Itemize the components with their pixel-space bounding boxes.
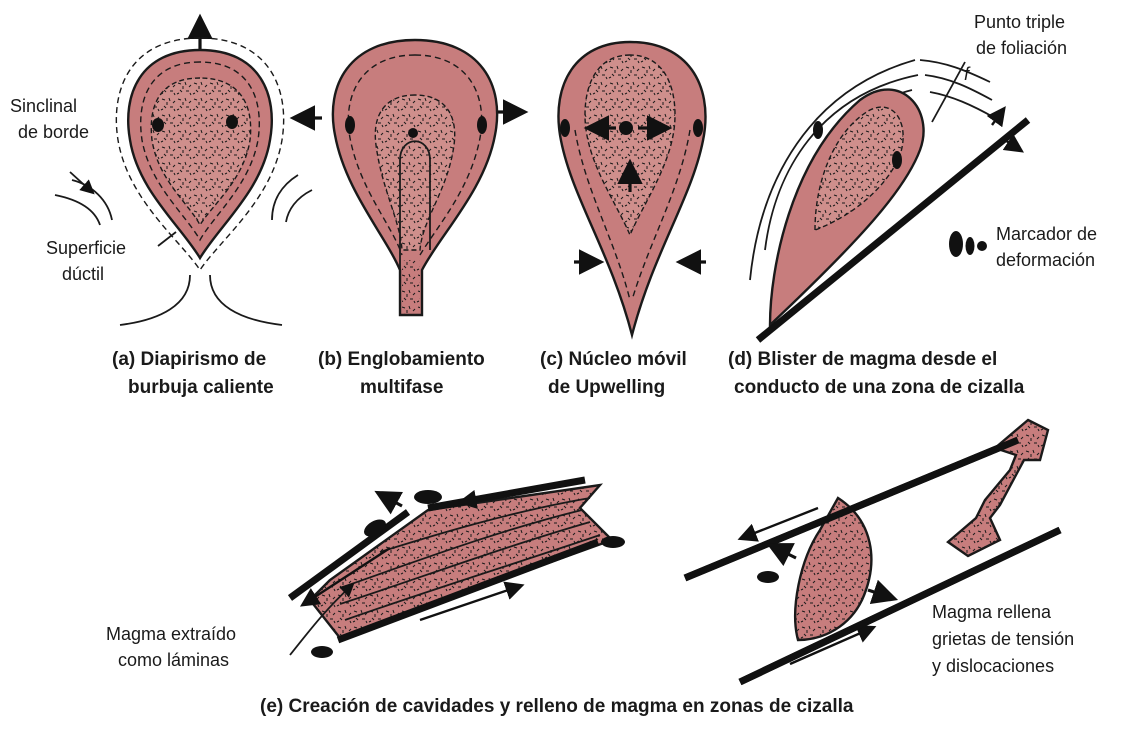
caption-c-line1: (c) Núcleo móvil bbox=[540, 349, 687, 370]
caption-e: (e) Creación de cavidades y relleno de m… bbox=[260, 696, 854, 717]
label-marcador-line1: Marcador de bbox=[996, 224, 1097, 244]
strain-marker-icon bbox=[693, 119, 703, 137]
strain-marker-icon bbox=[560, 119, 570, 137]
panel-d-shear-zone-blister: Punto triple de foliación f Marcador de … bbox=[728, 12, 1097, 398]
strain-marker-legend-icon bbox=[949, 231, 963, 257]
strain-marker-icon bbox=[813, 121, 823, 139]
caption-c-line2: de Upwelling bbox=[548, 377, 665, 398]
label-punto-line1: Punto triple bbox=[974, 12, 1065, 32]
label-left-line2: como láminas bbox=[118, 650, 229, 670]
caption-a-line1: (a) Diapirismo de bbox=[112, 349, 266, 370]
strain-marker-legend-icon bbox=[977, 241, 987, 251]
strain-marker-icon bbox=[311, 646, 333, 658]
panel-e-left-sheet-extraction: Magma extraído como láminas bbox=[106, 480, 625, 670]
panel-b-multiphase-engulfment: (b) Englobamiento multifase bbox=[296, 40, 522, 398]
strain-marker-legend-icon bbox=[966, 237, 975, 255]
panel-a-hot-bubble-diapir: Sinclinal de borde Superficie dúctil (a)… bbox=[10, 20, 312, 398]
strain-marker-icon bbox=[345, 116, 355, 134]
label-foliation-f: f bbox=[964, 64, 971, 84]
caption-b-line1: (b) Englobamiento bbox=[318, 349, 485, 370]
caption-b-line2: multifase bbox=[360, 377, 443, 398]
caption-d-line1: (d) Blister de magma desde el bbox=[728, 349, 997, 370]
label-left-line1: Magma extraído bbox=[106, 624, 236, 644]
label-punto-line2: de foliación bbox=[976, 38, 1067, 58]
label-superficie-line2: dúctil bbox=[62, 264, 104, 284]
rim-syncline-left bbox=[55, 180, 112, 225]
strain-marker-icon bbox=[757, 571, 779, 583]
strain-marker-icon bbox=[226, 115, 238, 129]
strain-marker-icon bbox=[601, 536, 625, 548]
foliation-lines bbox=[920, 60, 995, 118]
strain-marker-icon bbox=[892, 151, 902, 169]
strain-marker-icon bbox=[477, 116, 487, 134]
label-right-line1: Magma rellena bbox=[932, 602, 1052, 622]
label-sinclinal-line2: de borde bbox=[18, 122, 89, 142]
label-right-line3: y dislocaciones bbox=[932, 656, 1054, 676]
rim-syncline-right bbox=[272, 175, 312, 222]
caption-d-line2: conducto de una zona de cizalla bbox=[734, 377, 1025, 398]
label-marcador-line2: deformación bbox=[996, 250, 1095, 270]
label-superficie-line1: Superficie bbox=[46, 238, 126, 258]
strain-marker-icon bbox=[408, 128, 418, 138]
panel-e-right-tension-gashes: Magma rellena grietas de tensión y dislo… bbox=[685, 420, 1074, 682]
strain-marker-icon bbox=[414, 490, 442, 504]
label-right-line2: grietas de tensión bbox=[932, 629, 1074, 649]
caption-a-line2: burbuja caliente bbox=[128, 377, 274, 398]
strain-marker-icon bbox=[152, 118, 164, 132]
strain-marker-icon bbox=[619, 121, 633, 135]
label-sinclinal-line1: Sinclinal bbox=[10, 96, 77, 116]
feeder-stem bbox=[120, 275, 282, 325]
panel-c-upwelling-core: (c) Núcleo móvil de Upwelling bbox=[540, 42, 706, 398]
